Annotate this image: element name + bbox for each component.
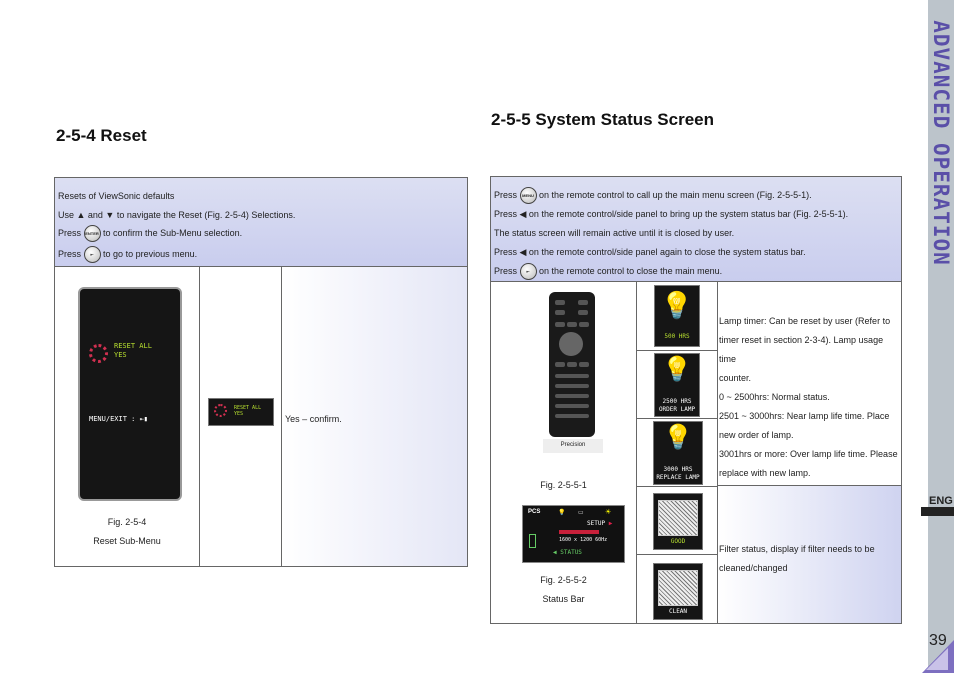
reset-line-2: Use ▲ and ▼ to navigate the Reset (Fig. … — [58, 210, 296, 220]
reset-all-option: RESET ALL — [114, 342, 152, 350]
status-thumb-cell: 💡 500 HRS 💡 2500 HRS ORDER LAMP 💡 3000 H… — [637, 282, 718, 623]
lamp-thumb-2500: 💡 2500 HRS ORDER LAMP — [654, 353, 700, 417]
sun-icon: ☀ — [605, 509, 612, 516]
yes-option-small: YES — [234, 411, 244, 417]
reset-heading: 2-5-4 Reset — [56, 126, 147, 145]
reset-fig-subcaption: Reset Sub-Menu — [93, 536, 161, 546]
language-tab-bar — [921, 507, 954, 516]
reset-action-cell: Yes – confirm. — [282, 267, 467, 566]
filter-desc-cell: Filter status, display if filter needs t… — [718, 486, 901, 623]
lamp-thumb-500: 💡 500 HRS — [654, 285, 700, 347]
lamp-hours-label: 2500 HRS — [662, 398, 692, 405]
lamp-status-label: REPLACE LAMP — [656, 474, 700, 481]
reset-instructions: Resets of ViewSonic defaults Use ▲ and ▼… — [55, 178, 467, 267]
resolution-readout: 1600 x 1200 60Hz — [559, 537, 608, 543]
filter-icon — [658, 500, 698, 536]
reset-screen: RESET ALL YES MENU/EXIT : ⇤▮ — [78, 287, 182, 501]
lamp-description: Lamp timer: Can be reset by user (Refer … — [719, 316, 898, 478]
status-line-5: Press ⇤ on the remote control to close t… — [494, 263, 722, 280]
status-line-4: Press ◀ on the remote control/side panel… — [494, 247, 806, 257]
menu-exit-label: MENU/EXIT : ⇤▮ — [89, 415, 149, 423]
reset-thumb: RESET ALL YES — [208, 398, 274, 426]
status-label: ◀ STATUS — [553, 549, 582, 556]
exit-icon: ⇤▮ — [139, 415, 149, 423]
filter-thumb-clean: CLEAN — [653, 563, 703, 620]
menu-button-icon: MENU — [519, 187, 537, 204]
status-line-3: The status screen will remain active unt… — [494, 228, 735, 238]
setup-label: SETUP ▶ — [587, 520, 613, 527]
reset-line-3: Press ENTER to confirm the Sub-Menu sele… — [58, 225, 242, 242]
reset-table: Resets of ViewSonic defaults Use ▲ and ▼… — [54, 177, 468, 567]
status-bar-image: PCS 💡 ▭ ☀ SETUP ▶ 1600 x 1200 60Hz ◀ STA… — [522, 505, 625, 563]
status-line-2: Press ◀ on the remote control/side panel… — [494, 209, 849, 219]
lightbulb-icon: 💡 — [660, 290, 694, 320]
fig2-caption: Fig. 2-5-5-2 — [540, 575, 587, 585]
lightbulb-icon: 💡 — [663, 424, 693, 451]
back-button-icon: ⇤ — [83, 246, 101, 263]
ring-icon — [214, 404, 227, 417]
ring-icon — [89, 344, 108, 363]
fig2-subcaption: Status Bar — [542, 594, 585, 604]
page-icon: ▭ — [578, 510, 584, 516]
pcs-logo: PCS — [528, 509, 541, 515]
remote-brand: Precision — [543, 439, 603, 453]
lamp-status-label: ORDER LAMP — [658, 406, 696, 413]
reset-figure-cell: RESET ALL YES MENU/EXIT : ⇤▮ Fig. 2-5-4 … — [55, 267, 200, 566]
status-highlight — [559, 530, 599, 534]
lamp-desc-cell: Lamp timer: Can be reset by user (Refer … — [718, 282, 901, 486]
yes-option: YES — [114, 351, 127, 359]
filter-status-label: CLEAN — [668, 608, 688, 615]
filter-status-label: GOOD — [670, 538, 686, 545]
lamp-hours-label: 500 HRS — [664, 333, 690, 340]
lightbulb-icon: 💡 — [662, 356, 692, 383]
reset-thumb-cell: RESET ALL YES — [200, 267, 282, 566]
back-button-icon: ⇤ — [519, 263, 537, 280]
status-instructions: Press MENU on the remote control to call… — [491, 177, 901, 282]
status-table: Press MENU on the remote control to call… — [490, 176, 902, 624]
side-banner — [928, 0, 954, 673]
filter-thumb-good: GOOD — [653, 493, 703, 550]
remote-control-image — [549, 292, 595, 437]
enter-button-icon: ENTER — [83, 225, 101, 242]
filter-icon — [658, 570, 698, 606]
status-figure-cell: Precision Fig. 2-5-5-1 PCS 💡 ▭ ☀ SETUP ▶… — [491, 282, 637, 623]
reset-line-4: Press ⇤ to go to previous menu. — [58, 246, 197, 263]
lamp-thumb-3000: 💡 3000 HRS REPLACE LAMP — [653, 421, 703, 485]
level-icon — [529, 534, 536, 548]
lamp-hours-label: 3000 HRS — [663, 466, 693, 473]
status-heading: 2-5-5 System Status Screen — [491, 110, 714, 129]
dpad-icon — [559, 332, 583, 356]
page-corner-light — [926, 648, 948, 670]
status-line-1: Press MENU on the remote control to call… — [494, 187, 812, 204]
fig1-caption: Fig. 2-5-5-1 — [540, 480, 587, 490]
reset-fig-caption: Fig. 2-5-4 — [107, 517, 147, 527]
reset-all-option-small: RESET ALL — [234, 405, 262, 411]
lamp-icon: 💡 — [558, 510, 566, 516]
section-title-vertical: ADVANCED OPERATION — [929, 20, 953, 266]
reset-line-1: Resets of ViewSonic defaults — [58, 191, 175, 201]
language-tab: ENG — [929, 495, 953, 507]
filter-description: Filter status, display if filter needs t… — [719, 544, 875, 573]
reset-action-text: Yes – confirm. — [285, 414, 342, 424]
